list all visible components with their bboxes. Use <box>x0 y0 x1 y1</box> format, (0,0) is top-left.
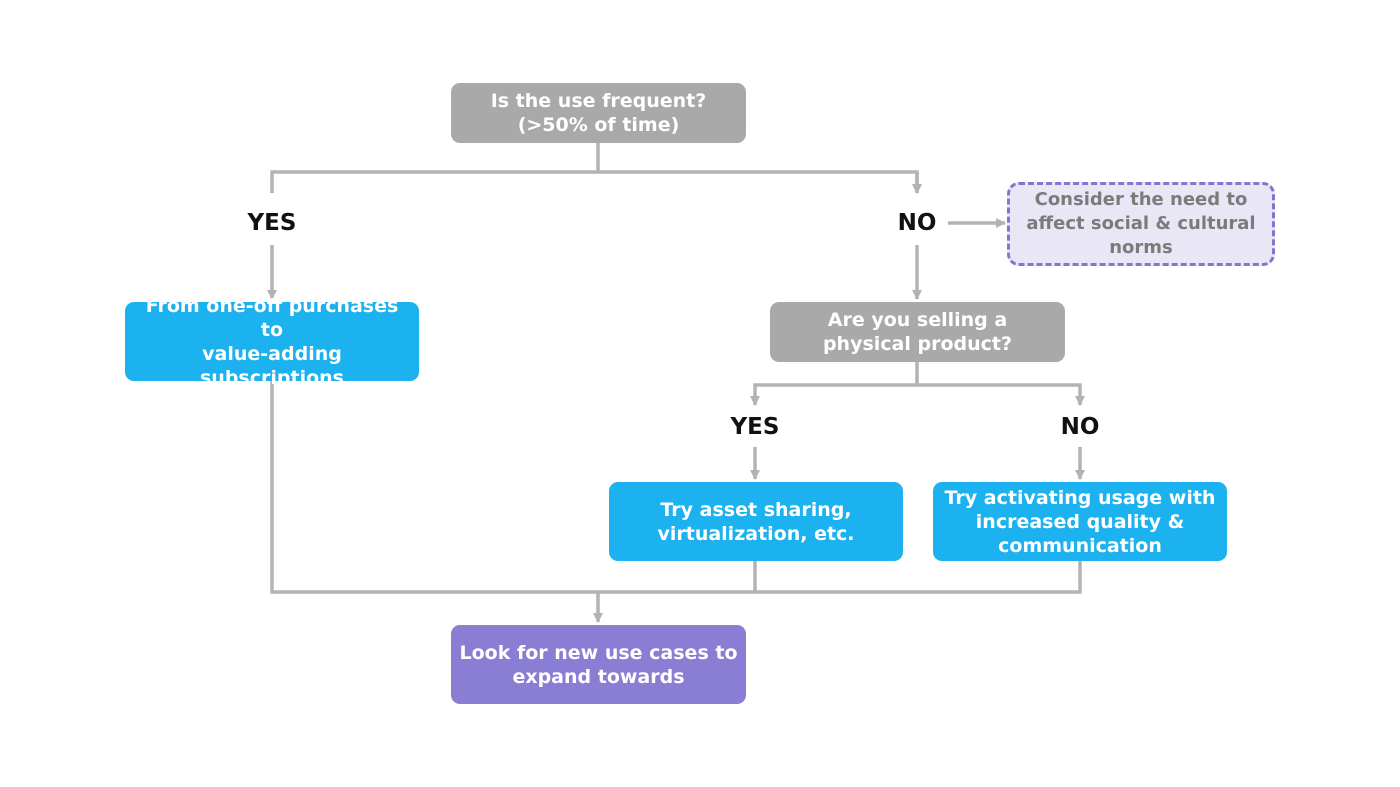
connector-merge-lines <box>270 381 1082 594</box>
outcome-new-use-cases: Look for new use cases to expand towards <box>451 625 746 704</box>
branch-label-no-physical: NO <box>1060 414 1100 440</box>
outcome-new-use-cases-text: Look for new use cases to expand towards <box>459 641 738 688</box>
question-frequent-use: Is the use frequent? (>50% of time) <box>451 83 746 143</box>
connector-physical-to-no <box>917 383 1085 406</box>
action-activate-usage-text: Try activating usage with increased qual… <box>944 486 1216 557</box>
action-subscriptions-text: From one-off purchases to value-adding s… <box>145 294 399 389</box>
action-subscriptions: From one-off purchases to value-adding s… <box>125 295 419 389</box>
question-frequent-use-text: Is the use frequent? (>50% of time) <box>490 90 707 136</box>
note-social-cultural-norms: Consider the need to affect social & cul… <box>1007 182 1275 266</box>
branch-label-no-frequent: NO <box>897 210 937 236</box>
action-asset-sharing: Try asset sharing, virtualization, etc. <box>609 482 903 561</box>
question-physical-product-text: Are you selling a physical product? <box>822 309 1013 355</box>
question-physical-product: Are you selling a physical product? <box>770 302 1065 362</box>
branch-label-yes-physical: YES <box>730 414 780 440</box>
connector-physical-to-yes <box>750 362 919 406</box>
note-social-cultural-norms-text: Consider the need to affect social & cul… <box>1026 189 1256 258</box>
action-activate-usage: Try activating usage with increased qual… <box>933 482 1227 561</box>
connector-start-split <box>270 143 917 193</box>
action-asset-sharing-text: Try asset sharing, virtualization, etc. <box>657 498 855 545</box>
branch-label-yes-frequent: YES <box>247 210 297 236</box>
